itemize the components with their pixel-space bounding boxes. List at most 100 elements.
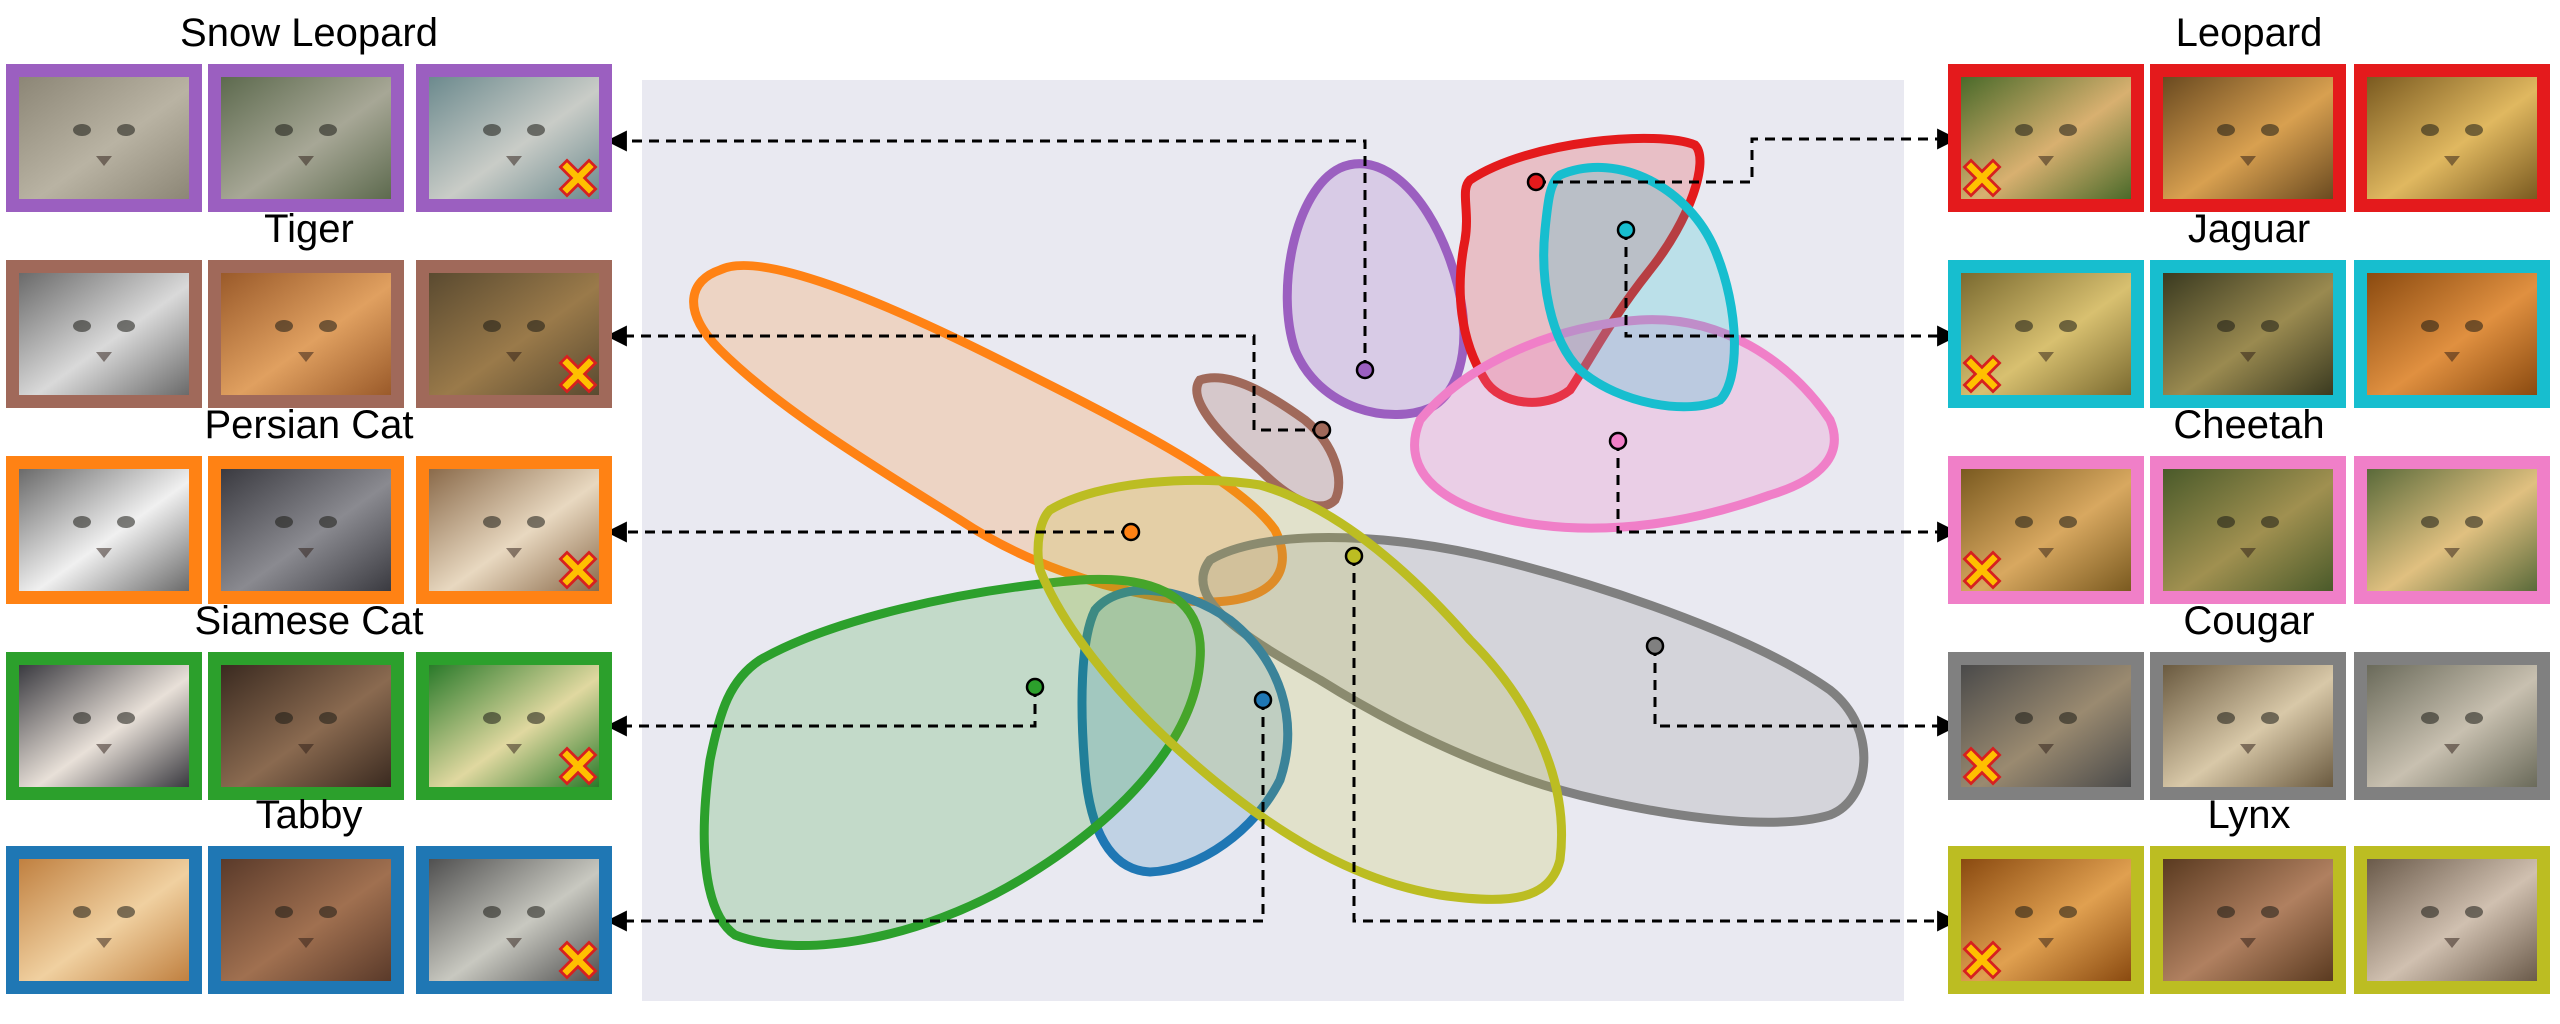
animal-photo bbox=[2163, 273, 2333, 395]
eye-shape bbox=[2059, 124, 2077, 136]
eye-shape bbox=[2261, 320, 2279, 332]
eye-shape bbox=[319, 320, 337, 332]
eye-shape bbox=[2217, 124, 2235, 136]
thumbnail-snow-leopard-3 bbox=[416, 64, 612, 212]
x-mark-icon bbox=[558, 550, 598, 590]
nose-shape bbox=[2240, 548, 2256, 558]
eye-shape bbox=[117, 124, 135, 136]
category-row-cougar: Cougar bbox=[1948, 599, 2550, 800]
eye-shape bbox=[2217, 516, 2235, 528]
animal-photo bbox=[2163, 665, 2333, 787]
cluster-regions bbox=[689, 133, 1869, 951]
thumbnail-jaguar-1 bbox=[1948, 260, 2144, 408]
eye-shape bbox=[2465, 320, 2483, 332]
eye-shape bbox=[117, 906, 135, 918]
thumbnail-tabby-3 bbox=[416, 846, 612, 994]
animal-photo bbox=[2367, 77, 2537, 199]
thumbnail-siamese-cat-3 bbox=[416, 652, 612, 800]
centroid-jaguar bbox=[1616, 220, 1636, 240]
eye-shape bbox=[2421, 516, 2439, 528]
category-row-snow-leopard: Snow Leopard bbox=[6, 11, 612, 212]
connector-lynx bbox=[1352, 556, 1959, 932]
connector-cheetah bbox=[1616, 441, 1959, 543]
eye-shape bbox=[2465, 906, 2483, 918]
thumbnail-tiger-2 bbox=[208, 260, 404, 408]
connector-leopard bbox=[1536, 128, 1959, 184]
cluster-centroids bbox=[1025, 172, 1665, 710]
eye-shape bbox=[2059, 516, 2077, 528]
animal-photo bbox=[2163, 469, 2333, 591]
animal-photo bbox=[221, 859, 391, 981]
eye-shape bbox=[527, 516, 545, 528]
centroid-tiger bbox=[1312, 420, 1332, 440]
category-row-tabby: Tabby bbox=[6, 793, 612, 994]
thumbnail-jaguar-2 bbox=[2150, 260, 2346, 408]
animal-photo bbox=[2367, 665, 2537, 787]
nose-shape bbox=[506, 156, 522, 166]
x-mark-icon bbox=[1962, 940, 2002, 980]
thumbnail-cheetah-3 bbox=[2354, 456, 2550, 604]
eye-shape bbox=[275, 516, 293, 528]
eye-shape bbox=[483, 516, 501, 528]
connector-siamese-cat bbox=[605, 687, 1037, 737]
eye-shape bbox=[2217, 712, 2235, 724]
thumbnail-siamese-cat-1 bbox=[6, 652, 202, 800]
nose-shape bbox=[96, 156, 112, 166]
x-mark-icon bbox=[558, 940, 598, 980]
thumbnail-leopard-1 bbox=[1948, 64, 2144, 212]
animal-photo bbox=[19, 665, 189, 787]
thumbnail-tabby-2 bbox=[208, 846, 404, 994]
x-mark-icon bbox=[558, 158, 598, 198]
nose-shape bbox=[96, 352, 112, 362]
thumbnail-tiger-1 bbox=[6, 260, 202, 408]
thumbnail-cheetah-2 bbox=[2150, 456, 2346, 604]
nose-shape bbox=[298, 352, 314, 362]
eye-shape bbox=[73, 906, 91, 918]
nose-shape bbox=[2038, 938, 2054, 948]
thumbnail-leopard-3 bbox=[2354, 64, 2550, 212]
centroid-snow-leopard bbox=[1355, 360, 1375, 380]
eye-shape bbox=[2059, 906, 2077, 918]
nose-shape bbox=[2240, 744, 2256, 754]
eye-shape bbox=[117, 320, 135, 332]
nose-shape bbox=[298, 156, 314, 166]
eye-shape bbox=[275, 320, 293, 332]
centroid-siamese-cat bbox=[1025, 677, 1045, 697]
x-mark-icon bbox=[558, 746, 598, 786]
animal-photo bbox=[2367, 469, 2537, 591]
category-label: Cougar bbox=[2183, 599, 2314, 643]
x-mark-icon bbox=[1962, 746, 2002, 786]
thumbnail-cougar-1 bbox=[1948, 652, 2144, 800]
eye-shape bbox=[2421, 320, 2439, 332]
eye-shape bbox=[2059, 712, 2077, 724]
category-row-cheetah: Cheetah bbox=[1948, 403, 2550, 604]
centroid-cougar bbox=[1645, 636, 1665, 656]
category-row-jaguar: Jaguar bbox=[1948, 207, 2550, 408]
eye-shape bbox=[2015, 124, 2033, 136]
nose-shape bbox=[298, 744, 314, 754]
eye-shape bbox=[73, 712, 91, 724]
eye-shape bbox=[275, 712, 293, 724]
eye-shape bbox=[2015, 516, 2033, 528]
nose-shape bbox=[2038, 156, 2054, 166]
thumbnail-snow-leopard-1 bbox=[6, 64, 202, 212]
eye-shape bbox=[73, 320, 91, 332]
connector-tiger bbox=[605, 325, 1322, 432]
animal-photo bbox=[19, 273, 189, 395]
nose-shape bbox=[2240, 938, 2256, 948]
eye-shape bbox=[275, 124, 293, 136]
connector-jaguar bbox=[1624, 230, 1959, 347]
eye-shape bbox=[2059, 320, 2077, 332]
eye-shape bbox=[2261, 906, 2279, 918]
thumbnail-lynx-2 bbox=[2150, 846, 2346, 994]
nose-shape bbox=[506, 938, 522, 948]
eye-shape bbox=[319, 712, 337, 724]
animal-photo bbox=[221, 665, 391, 787]
category-row-leopard: Leopard bbox=[1948, 11, 2550, 212]
category-label: Cheetah bbox=[2173, 403, 2324, 447]
animal-photo bbox=[2163, 77, 2333, 199]
x-mark-icon bbox=[1962, 158, 2002, 198]
eye-shape bbox=[2261, 712, 2279, 724]
centroid-leopard bbox=[1526, 172, 1546, 192]
